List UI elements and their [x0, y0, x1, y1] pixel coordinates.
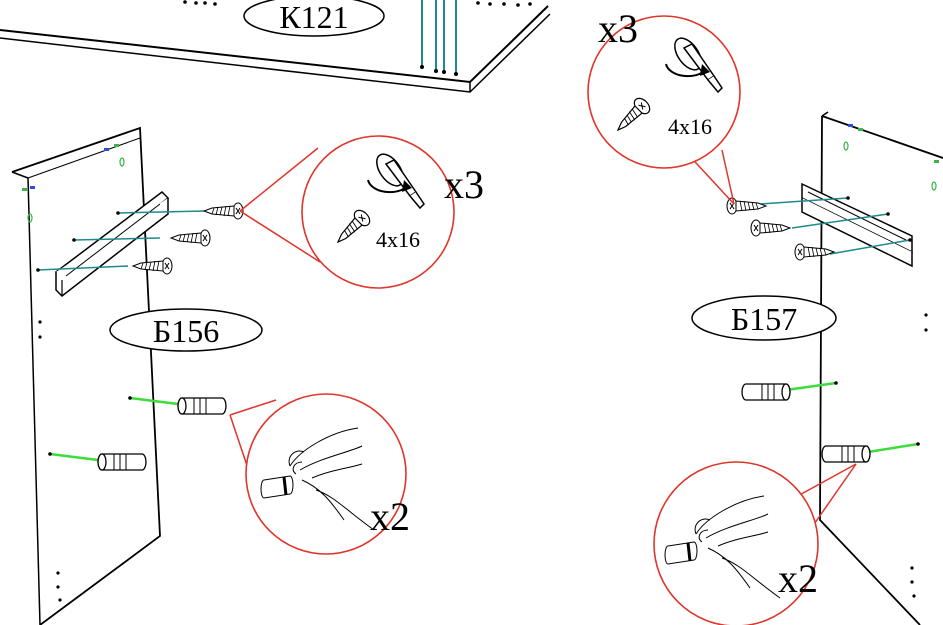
top-panel-pins: [421, 0, 457, 73]
dowel-icon: [177, 397, 227, 415]
dowel-icon: [741, 383, 791, 401]
screw-icon: [750, 219, 791, 237]
hand-icon: [260, 427, 375, 531]
dowel-qty-left: x2: [370, 494, 410, 539]
screw-icon: [336, 209, 371, 244]
dowel-icon: [97, 453, 147, 471]
left-side-panel: Б156: [11, 126, 263, 625]
dowel-icon: [821, 445, 871, 463]
part-label-bubble: [691, 295, 837, 341]
right-side-panel: Б157: [691, 111, 943, 625]
top-panel: К121: [0, 0, 551, 93]
screw-icon: [170, 229, 211, 247]
drawer-runner-icon: [54, 191, 170, 297]
edge-marks: [848, 124, 939, 163]
part-label-right: Б157: [731, 301, 797, 337]
screw-callout-left: x3 4x16: [239, 135, 484, 289]
screw-size-right: 4x16: [668, 114, 712, 139]
hand-icon: [664, 495, 781, 599]
dowel-callout-left: x2: [229, 393, 410, 555]
part-label-left: Б156: [153, 313, 219, 349]
part-label-top: К121: [279, 0, 348, 35]
part-label-bubble: [109, 308, 263, 352]
edge-marks: [22, 144, 119, 191]
dowel-callout-right: x2: [653, 461, 857, 625]
screw-icon: [616, 97, 651, 132]
screw-qty-right: x3: [598, 6, 638, 51]
screw-icon: [203, 202, 244, 220]
dowel-qty-right: x2: [778, 556, 818, 601]
screw-qty-left: x3: [444, 162, 484, 207]
screw-size-left: 4x16: [376, 227, 420, 252]
screw-icon: [794, 243, 835, 261]
screw-callout-right: x3 4x16: [587, 6, 741, 205]
part-label-bubble: [243, 0, 385, 37]
